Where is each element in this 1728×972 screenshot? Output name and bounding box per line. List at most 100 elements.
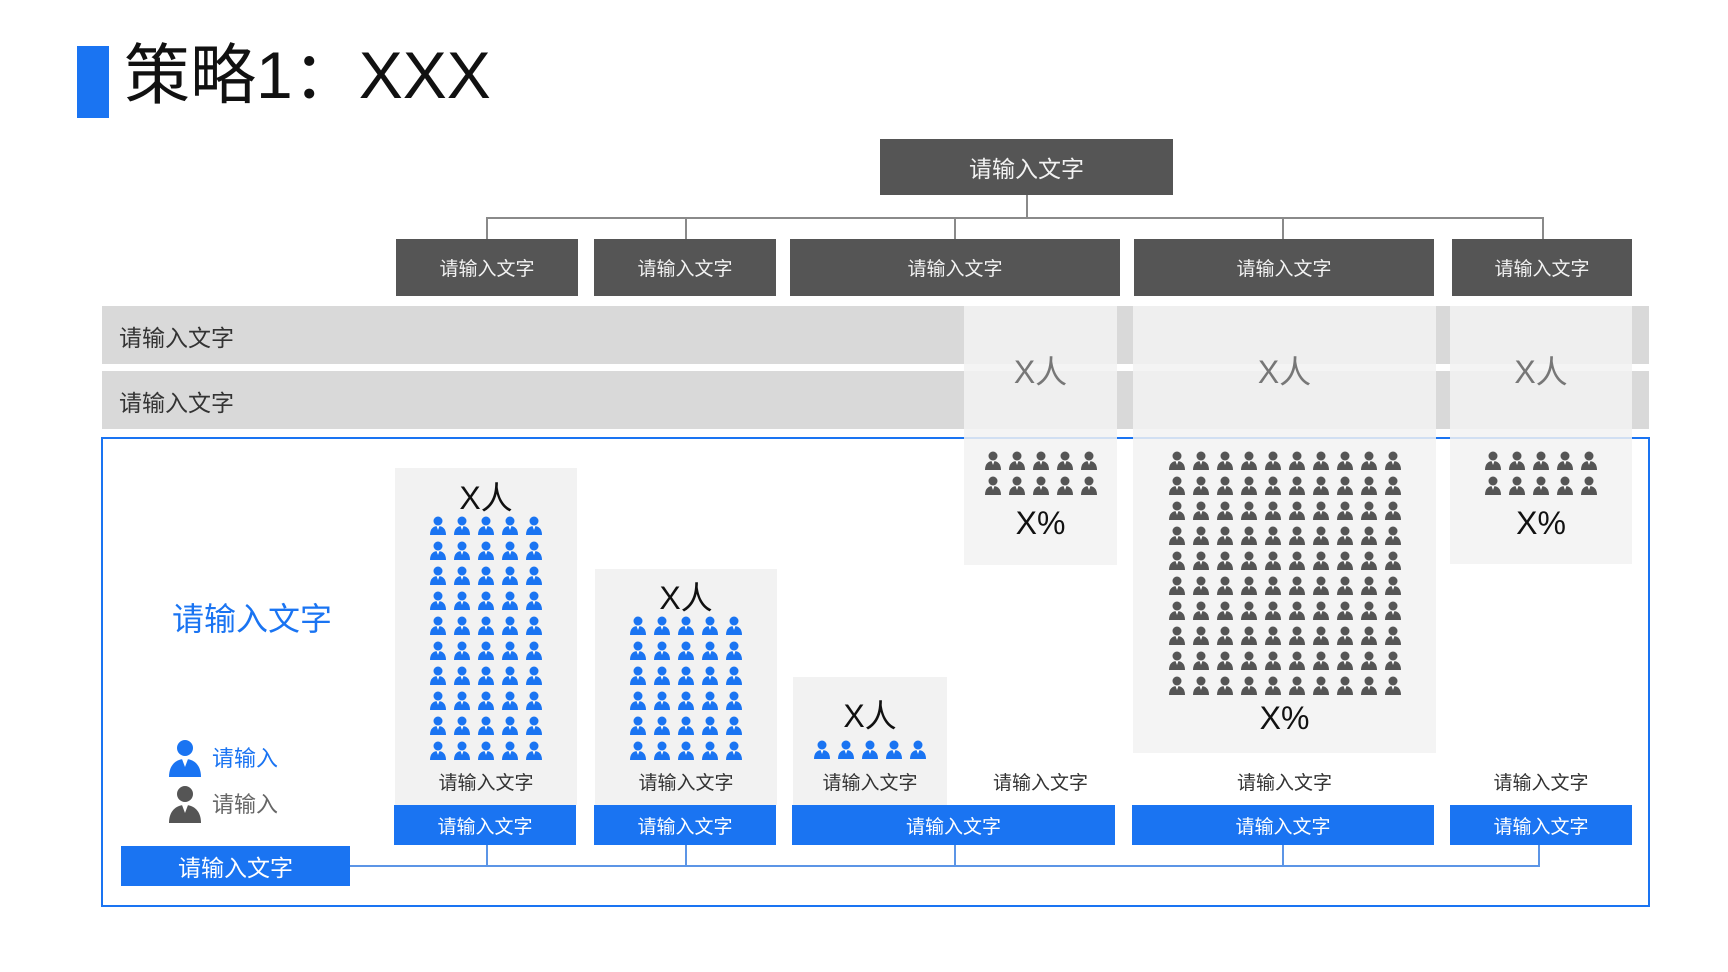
person-gray-icon [1168,626,1185,645]
person-gray-icon [1240,526,1257,545]
connector [1282,217,1284,239]
category-label: 请输入文字 [438,773,534,794]
person-gray-icon [1168,676,1185,695]
person-blue-icon [702,741,718,760]
percent-label: X% [1015,505,1066,541]
person-gray-icon [1336,676,1353,695]
blue-person-grid [793,739,947,759]
count-label: X人 [1514,354,1568,390]
side-label-box: 请输入文字 [121,846,350,886]
level2-node: 请输入文字 [790,239,1120,296]
person-blue-icon [630,741,646,760]
person-gray-icon [1312,451,1329,470]
person-blue-icon [702,691,718,710]
person-blue-icon [478,566,494,585]
legend-label: 请输入 [212,792,279,817]
person-blue-icon [454,516,470,535]
person-blue-icon [502,641,518,660]
person-gray-icon [1216,651,1233,670]
person-gray-icon [1240,676,1257,695]
person-gray-icon [1312,576,1329,595]
percent-label: X% [1516,505,1566,541]
person-gray-icon [169,786,201,823]
person-blue-icon [526,641,542,660]
person-gray-icon [1384,601,1401,620]
person-blue-icon [630,691,646,710]
person-gray-icon [1336,626,1353,645]
connector [1282,845,1284,866]
person-gray-icon [1216,451,1233,470]
person-blue-icon [430,741,446,760]
person-gray-icon [1360,526,1377,545]
person-blue-icon [430,641,446,660]
person-blue-icon [478,616,494,635]
person-blue-icon [702,616,718,635]
person-gray-icon [1312,501,1329,520]
person-blue-icon [726,716,742,735]
legend-item: 请输入 [166,783,278,823]
person-blue-icon [630,716,646,735]
person-blue-icon [454,616,470,635]
person-gray-icon [1288,476,1305,495]
person-gray-icon [1336,501,1353,520]
person-gray-icon [1384,676,1401,695]
person-blue-icon [654,741,670,760]
page-title: 策略1：XXX [124,38,491,112]
person-gray-icon [1360,601,1377,620]
person-gray-icon [1240,451,1257,470]
count-label: X人 [843,698,897,734]
person-gray-icon [1240,501,1257,520]
person-blue-icon [702,641,718,660]
legend-label: 请输入 [212,746,279,771]
person-blue-icon [526,566,542,585]
person-gray-icon [1192,626,1209,645]
person-blue-icon [678,666,694,685]
gray-person-grid [1450,450,1632,495]
person-gray-icon [1360,576,1377,595]
person-blue-icon [478,691,494,710]
person-blue-icon [526,541,542,560]
person-gray-icon [1264,501,1281,520]
person-gray-icon [1384,626,1401,645]
person-gray-icon [1216,576,1233,595]
person-gray-icon [1264,451,1281,470]
level2-node: 请输入文字 [594,239,776,296]
root-node: 请输入文字 [880,139,1173,195]
person-blue-icon [430,666,446,685]
category-label: 请输入文字 [822,773,918,794]
person-gray-icon [1216,476,1233,495]
group-footer: 请输入文字 [792,805,1115,845]
person-gray-icon [1288,451,1305,470]
title-accent-bar [77,46,109,118]
person-gray-icon [1008,476,1025,495]
person-blue-icon [678,616,694,635]
person-gray-icon [1312,651,1329,670]
person-gray-icon [1008,451,1025,470]
person-gray-icon [1288,526,1305,545]
person-gray-icon [1360,676,1377,695]
blue-person-grid [595,615,777,760]
person-gray-icon [1192,526,1209,545]
person-blue-icon [430,566,446,585]
person-blue-icon [454,541,470,560]
person-blue-icon [478,716,494,735]
person-gray-icon [1216,676,1233,695]
person-gray-icon [1264,651,1281,670]
connector [685,845,687,866]
person-gray-icon [1581,451,1597,470]
person-blue-icon [630,641,646,660]
person-blue-icon [726,616,742,635]
connector [685,217,687,239]
person-blue-icon [454,591,470,610]
person-blue-icon [502,616,518,635]
person-blue-icon [502,541,518,560]
person-blue-icon [678,716,694,735]
person-blue-icon [502,591,518,610]
person-blue-icon [478,741,494,760]
percent-label: X% [1259,700,1310,736]
person-gray-icon [1384,551,1401,570]
person-blue-icon [526,716,542,735]
person-blue-icon [630,616,646,635]
person-gray-icon [1336,551,1353,570]
level2-node: 请输入文字 [396,239,578,296]
